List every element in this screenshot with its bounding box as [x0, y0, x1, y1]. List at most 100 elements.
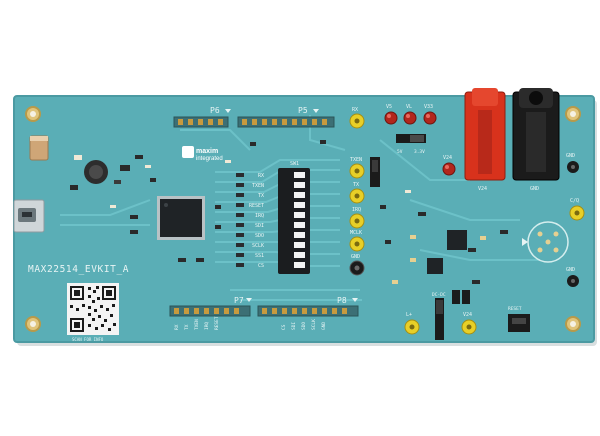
electrolytic-capacitor: [29, 135, 49, 161]
smd-part: [114, 180, 121, 184]
svg-text:TXEN: TXEN: [194, 319, 200, 330]
svg-text:GND: GND: [321, 322, 327, 330]
header-p7-pin-labels: RX TX TXEN IRQ RESET: [174, 316, 220, 330]
dc-dc-jumper: [435, 298, 444, 340]
testpoint-l-plus-label: L+: [406, 312, 412, 318]
header-p8-arrow: [352, 298, 358, 302]
qr-caption: SCAN FOR INFO: [72, 337, 104, 342]
testpoint-tx: [349, 188, 365, 204]
testpoint-v24-label: V24: [443, 155, 452, 161]
svg-text:SDI: SDI: [255, 223, 264, 229]
testpoint-mclk-label: MCLK: [350, 230, 362, 236]
board-model-label: MAX22514_EVKIT_A: [28, 264, 129, 275]
header-p5: [237, 116, 335, 128]
maxim-integrated-logo: M maxim integrated: [182, 146, 223, 162]
misc-smd-resistors: [110, 160, 411, 208]
transceiver-chip: [447, 230, 467, 250]
reset-jumper: [508, 314, 530, 332]
testpoint-mclk: [349, 236, 365, 252]
terminal-black: [512, 88, 560, 181]
svg-text:M: M: [184, 148, 192, 159]
smd-caps: [418, 212, 508, 284]
testpoint-gnd-top-label: GND: [566, 153, 575, 159]
microcontroller-chip: [157, 196, 205, 240]
header-p8-pin-labels: CS SDI SDO SCLK GND: [281, 319, 327, 330]
reset-label: RESET: [508, 306, 522, 312]
txen-jumper: [370, 157, 380, 187]
header-p7: [169, 305, 251, 317]
testpoint-rx: [349, 113, 365, 129]
testpoint-v33-label: V33: [424, 104, 433, 110]
svg-text:SDI: SDI: [291, 322, 297, 330]
svg-text:IRQ: IRQ: [255, 213, 264, 219]
svg-text:integrated: integrated: [196, 156, 223, 162]
qr-code: [67, 283, 119, 335]
header-p5-label: P5: [298, 106, 308, 115]
testpoint-txen-label: TXEN: [350, 157, 362, 163]
power-inductor: [84, 160, 108, 184]
testpoint-cq-label: C/Q: [570, 198, 579, 204]
header-p5-arrow: [313, 109, 319, 113]
testpoint-gnd-column: [349, 260, 365, 276]
svg-text:RX: RX: [174, 324, 180, 330]
header-p6: [173, 116, 229, 128]
testpoint-v24-bottom: [461, 319, 477, 335]
testpoint-txen: [349, 163, 365, 179]
dip-switch-row-labels: RX TXEN TX RESET IRQ SDI SDO SCLK SS1 CS: [249, 173, 264, 269]
svg-text:CS: CS: [258, 263, 264, 269]
svg-text:TX: TX: [184, 324, 190, 330]
regulator-chip: [427, 258, 443, 274]
header-p8: [257, 305, 359, 317]
testpoint-vl-label: VL: [406, 104, 412, 110]
testpoint-v5-label: V5: [386, 104, 392, 110]
svg-text:SDO: SDO: [255, 233, 264, 239]
svg-text:SDO: SDO: [301, 322, 307, 330]
testpoint-gnd-bottom: [567, 275, 579, 287]
svg-text:SS1: SS1: [255, 253, 264, 259]
smd-pads: [392, 235, 486, 284]
svg-text:RX: RX: [258, 173, 264, 179]
supply-alt-label: 5V: [397, 149, 403, 155]
smd-ic-tiny: [70, 185, 78, 190]
testpoint-gnd-bottom-label: GND: [566, 267, 575, 273]
svg-text:SCLK: SCLK: [311, 319, 317, 330]
smd-ic-small: [120, 165, 130, 171]
header-p7-arrow: [246, 298, 252, 302]
header-p6-arrow: [225, 109, 231, 113]
small-jumpers: [452, 290, 470, 304]
misc-smd-components: [130, 140, 391, 262]
header-p7-label: P7: [234, 296, 244, 305]
testpoint-gnd-column-label: GND: [351, 254, 360, 260]
testpoint-v24-led: [442, 162, 456, 176]
testpoint-vl: [403, 111, 417, 125]
testpoint-v24-bottom-label: V24: [463, 312, 472, 318]
testpoint-tx-label: TX: [353, 182, 359, 188]
testpoint-v33: [423, 111, 437, 125]
svg-text:RESET: RESET: [214, 316, 220, 330]
header-p8-label: P8: [337, 296, 347, 305]
testpoint-gnd-top: [567, 161, 579, 173]
dip-switch: [278, 168, 310, 274]
svg-text:IRQ: IRQ: [204, 322, 210, 330]
supply-select-label: 3.3V: [414, 149, 425, 155]
terminal-red: [464, 88, 506, 181]
svg-text:TXEN: TXEN: [252, 183, 264, 189]
mounting-holes: [25, 106, 581, 332]
smd-resistor: [74, 155, 82, 160]
smd-resistor-array: [236, 173, 244, 267]
dc-dc-label: DC-DC: [432, 292, 446, 298]
testpoint-irq: [349, 213, 365, 229]
testpoint-l-plus: [404, 319, 420, 335]
terminal-red-label: V24: [478, 186, 487, 192]
testpoint-v5: [384, 111, 398, 125]
usb-connector: [13, 199, 45, 233]
terminal-black-label: GND: [530, 186, 539, 192]
svg-text:SCLK: SCLK: [252, 243, 264, 249]
svg-text:CS: CS: [281, 324, 287, 330]
testpoint-irq-label: IRQ: [352, 207, 361, 213]
testpoint-cq: [569, 205, 585, 221]
dip-switch-label: SW1: [290, 161, 299, 167]
svg-text:maxim: maxim: [196, 148, 218, 155]
supply-select-jumper: [396, 134, 426, 143]
